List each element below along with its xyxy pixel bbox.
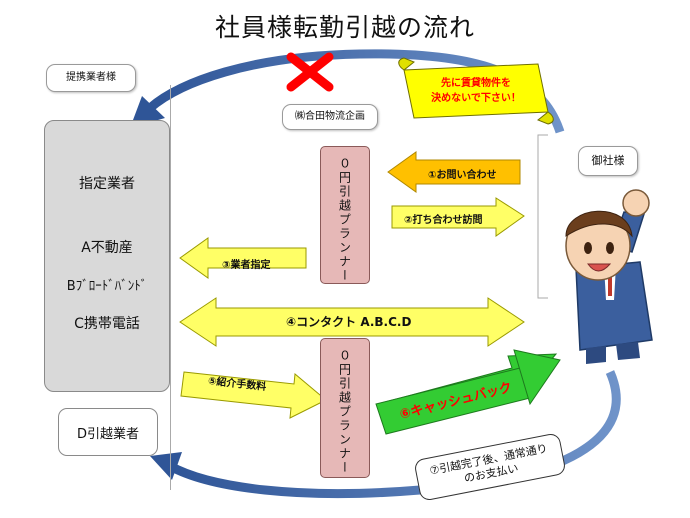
step5-arrow xyxy=(180,371,327,419)
warning-banner: 先に賃貸物件を 決めないで下さい！ xyxy=(404,60,548,124)
step3-arrow xyxy=(179,237,307,279)
step3-label: ③業者指定 xyxy=(222,260,271,271)
designated-vendors-box: 指定業者 A不動産 Bﾌﾞﾛｰﾄﾞﾊﾞﾝﾄﾞ C携帯電話 xyxy=(44,120,170,392)
planner-bottom-text: ０円引越プランナー xyxy=(337,349,352,475)
warning-banner-shape xyxy=(398,57,554,125)
warning-banner-line1: 先に賃貸物件を xyxy=(441,78,511,89)
planner-box-top: ０円引越プランナー xyxy=(320,146,370,284)
vendor-b: Bﾌﾞﾛｰﾄﾞﾊﾞﾝﾄﾞ xyxy=(66,279,148,294)
company-label: 御社様 xyxy=(578,146,638,176)
step4-arrow xyxy=(179,297,525,347)
planner-box-bottom: ０円引越プランナー xyxy=(320,338,370,478)
vendor-bracket xyxy=(170,85,179,490)
step6-arrowhead xyxy=(513,349,561,406)
moving-vendor-box: D引越業者 xyxy=(58,408,158,456)
page-title: 社員様転勤引越の流れ xyxy=(214,13,475,42)
partners-label: 提携業者様 xyxy=(46,64,136,92)
step2-label: ②打ち合わせ訪問 xyxy=(404,215,483,226)
bottom-curved-arrowhead xyxy=(150,452,182,480)
step1-arrow xyxy=(387,151,521,193)
vendor-c: C携帯電話 xyxy=(74,316,140,332)
step1-label: ①お問い合わせ xyxy=(428,170,497,181)
planner-org-label: ㈱合田物流企画 xyxy=(282,104,378,130)
company-bracket xyxy=(537,134,548,299)
vendor-a: A不動産 xyxy=(81,240,133,256)
businessman-illustration xyxy=(565,189,653,364)
step2-arrow xyxy=(391,197,525,237)
planner-top-text: ０円引越プランナー xyxy=(337,157,352,283)
warning-banner-line2: 決めないで下さい！ xyxy=(431,93,521,104)
step4-label: ④コンタクト A.B.C.D xyxy=(286,315,412,329)
cross-icon xyxy=(286,52,334,92)
vendors-heading: 指定業者 xyxy=(79,176,135,192)
